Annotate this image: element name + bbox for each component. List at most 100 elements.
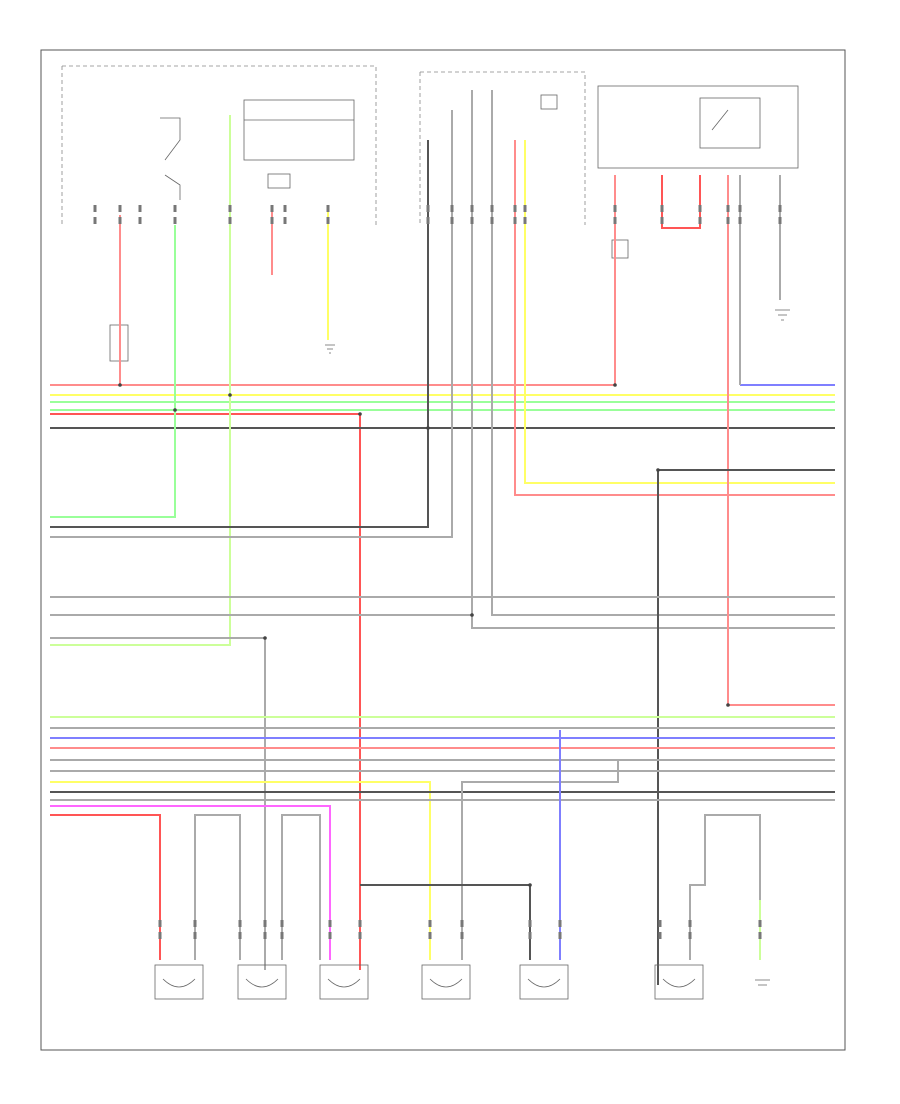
- drop-wire-lightgreen-left: [50, 115, 231, 646]
- connector-pin: [358, 932, 362, 939]
- diagram-border: [40, 49, 846, 1051]
- connector-pin: [470, 217, 474, 224]
- sensor-connector-housing: [319, 964, 369, 1000]
- sensor-element-symbol: [245, 978, 279, 988]
- bus-wire-yellow-low: [50, 781, 431, 960]
- drop-wire-yellow-junction: [524, 140, 835, 484]
- connector-pin: [460, 920, 464, 927]
- connector-pin: [660, 217, 664, 224]
- drop-wire-dark-center: [50, 140, 429, 528]
- drop-wire-red-right-long: [727, 175, 835, 706]
- connector-pin: [688, 932, 692, 939]
- sensor-connector-housing: [519, 964, 569, 1000]
- connector-pin: [660, 205, 664, 212]
- sensor-element-symbol: [429, 978, 463, 988]
- connector-pin: [93, 217, 97, 224]
- connector-pin: [698, 217, 702, 224]
- splice-node: [528, 883, 532, 887]
- connector-pin: [283, 217, 287, 224]
- connector-pin: [490, 217, 494, 224]
- connector-pin: [558, 932, 562, 939]
- connector-pin: [450, 217, 454, 224]
- comp-wire-gray-f: [689, 814, 761, 960]
- splice-node: [470, 613, 474, 617]
- connector-pin: [688, 920, 692, 927]
- connector-pin: [426, 205, 430, 212]
- splice-node: [173, 408, 177, 412]
- connector-pin: [193, 920, 197, 927]
- connector-pin: [238, 920, 242, 927]
- connector-pin: [228, 217, 232, 224]
- ground-symbol-right: [775, 309, 790, 321]
- drop-wire-gray-center: [50, 110, 453, 538]
- sensor-connector-housing: [654, 964, 704, 1000]
- sensor-element-symbol: [527, 978, 561, 988]
- ground-symbol-bottom-right: [755, 979, 770, 986]
- connector-pin: [738, 217, 742, 224]
- splice-node: [228, 393, 232, 397]
- bus-wire-gray-mid-3: [50, 637, 266, 970]
- sensor-connector-housing: [421, 964, 471, 1000]
- connector-pin: [450, 205, 454, 212]
- connector-pin: [326, 217, 330, 224]
- drop-wire-gray-junction: [471, 90, 835, 629]
- connector-pin: [118, 217, 122, 224]
- bus-wire-pink-top: [50, 413, 361, 970]
- connector-pin: [726, 217, 730, 224]
- splice-node: [656, 468, 660, 472]
- ground-symbol-center: [325, 344, 335, 354]
- connector-pin: [778, 217, 782, 224]
- connector-pin: [738, 205, 742, 212]
- bus-wire-red-bottom: [50, 814, 161, 960]
- splice-node: [426, 426, 430, 430]
- connector-pin: [263, 920, 267, 927]
- connector-pin: [523, 205, 527, 212]
- bus-wire-pink-low: [50, 805, 331, 960]
- connector-pin: [138, 205, 142, 212]
- left-relay-box-outline: [62, 65, 377, 225]
- bus-wire-red-top: [50, 175, 616, 386]
- connector-pin: [283, 205, 287, 212]
- right-relay-contacts: [699, 97, 761, 149]
- relay-unit-housing: [243, 99, 355, 161]
- connector-pin: [280, 920, 284, 927]
- connector-pin: [658, 920, 662, 927]
- bottom-components: [154, 964, 704, 1000]
- connector-pin: [428, 932, 432, 939]
- connector-pin: [698, 205, 702, 212]
- comp-wire-gray-a: [194, 814, 241, 960]
- wire-harness: [50, 90, 835, 985]
- splice-node: [613, 383, 617, 387]
- connector-pin: [658, 932, 662, 939]
- splice-node: [263, 636, 267, 640]
- connector-pin: [528, 920, 532, 927]
- connector-pin: [528, 932, 532, 939]
- connector-pin: [513, 205, 517, 212]
- relay-coil-box: [267, 173, 291, 189]
- connector-pin: [758, 932, 762, 939]
- connector-pin: [158, 932, 162, 939]
- connector-ticks: [93, 205, 782, 939]
- connector-pin: [228, 205, 232, 212]
- right-control-relay-housing: [597, 85, 799, 169]
- inline-diode: [611, 239, 629, 259]
- connector-pin: [358, 920, 362, 927]
- comp-wire-dark-d: [360, 884, 531, 960]
- connector-pin: [513, 217, 517, 224]
- connector-pin: [270, 205, 274, 212]
- connector-pin: [726, 205, 730, 212]
- connector-pin: [613, 217, 617, 224]
- splice-node: [726, 703, 730, 707]
- connector-pin: [778, 205, 782, 212]
- connector-pin: [328, 932, 332, 939]
- sensor-connector-housing: [237, 964, 287, 1000]
- sensor-connector-housing: [154, 964, 204, 1000]
- comp-wire-gray-c: [461, 760, 619, 960]
- splice-node: [118, 383, 122, 387]
- connector-pin: [326, 205, 330, 212]
- drop-wire-pink-junction: [514, 140, 835, 496]
- drop-wire-red-right-loop: [661, 175, 701, 229]
- connector-pin: [193, 932, 197, 939]
